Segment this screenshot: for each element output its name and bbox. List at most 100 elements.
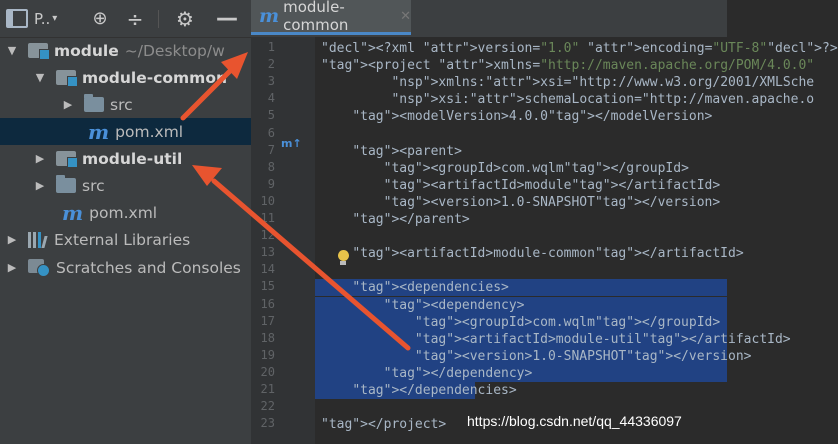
selection-highlight: [315, 330, 727, 348]
code-line: "tag"><artifactId>module-util"tag"></art…: [414, 331, 791, 347]
line-number: 16: [260, 296, 275, 311]
tree-item-src[interactable]: ▶ src: [0, 172, 285, 199]
close-icon[interactable]: ✕: [400, 8, 411, 24]
module-folder-icon: [56, 151, 78, 168]
lightbulb-icon[interactable]: [336, 250, 350, 266]
line-number: 8: [267, 159, 275, 174]
line-number: 2: [267, 57, 275, 72]
dropdown-icon: ▾: [52, 13, 58, 24]
tree-item-module-util[interactable]: ▶ module-util: [0, 145, 285, 172]
tree-item-label: src: [82, 176, 105, 195]
locate-file-icon[interactable]: ⊕: [92, 8, 108, 29]
folder-icon: [56, 175, 76, 193]
tab-label: module-common: [283, 0, 349, 34]
code-line: "tag"></dependencies>: [352, 383, 517, 398]
folder-icon: [84, 94, 104, 112]
tree-item-pom-xml[interactable]: m pom.xml: [0, 199, 313, 226]
tree-item-label: pom.xml: [89, 203, 158, 222]
collapsed-arrow-icon: ▶: [7, 261, 17, 274]
code-line: "tag"><version>1.0-SNAPSHOT"tag"></versi…: [414, 348, 752, 364]
line-number: 19: [260, 347, 275, 362]
project-view-label: P..: [34, 9, 51, 28]
code-line: "tag"><project "attr">xmlns="http://mave…: [321, 58, 815, 74]
code-line: "nsp">xmlns:"attr">xsi="http://www.w3.or…: [391, 75, 815, 91]
code-line: "tag"><dependency>: [383, 297, 525, 313]
selection-highlight: [315, 296, 727, 314]
tree-item-label: pom.xml: [115, 122, 184, 141]
editor-tab-bar: m module-common ✕: [251, 0, 727, 38]
toolbar-divider: [158, 10, 159, 28]
code-line: "tag"></parent>: [352, 212, 470, 227]
selection-highlight: [315, 313, 727, 331]
tree-item-scratches[interactable]: ▶ Scratches and Consoles: [0, 254, 257, 281]
code-line: "tag"><artifactId>module"tag"></artifact…: [383, 177, 721, 193]
line-number: 12: [260, 228, 275, 243]
line-number: 15: [260, 279, 275, 294]
gear-icon[interactable]: ⚙: [176, 6, 194, 31]
line-number: 11: [260, 211, 275, 225]
code-line: "tag"><modelVersion>4.0.0"tag"></modelVe…: [352, 109, 713, 125]
selection-highlight: [315, 347, 727, 365]
tree-item-path: ~/Desktop/w: [124, 41, 225, 60]
maven-icon: m: [259, 5, 280, 27]
code-line: "tag"><artifactId>module-common"tag"></a…: [352, 246, 744, 262]
expanded-arrow-icon: ▼: [7, 44, 17, 57]
tree-item-module-common[interactable]: ▼ module-common: [0, 64, 285, 91]
line-number: 7: [267, 142, 275, 157]
watermark: https://blog.csdn.net/qq_44336097: [467, 413, 682, 429]
tree-item-label: module: [54, 41, 119, 60]
maven-icon: m: [62, 200, 84, 225]
line-number: 6: [267, 125, 275, 140]
line-number: 18: [260, 330, 275, 345]
line-number: 4: [267, 91, 275, 106]
project-view-selector[interactable]: P.. ▾: [6, 0, 78, 37]
project-panel-icon: [6, 9, 28, 28]
line-number: 14: [260, 262, 275, 277]
tab-module-common[interactable]: m module-common ✕: [251, 0, 411, 35]
line-number: 5: [267, 108, 275, 123]
collapsed-arrow-icon: ▶: [7, 233, 17, 246]
tree-item-label: Scratches and Consoles: [56, 258, 241, 277]
tree-item-label: src: [110, 95, 133, 114]
collapsed-arrow-icon: ▶: [35, 152, 45, 165]
code-line: "tag"><groupId>com.wqlm"tag"></groupId>: [383, 160, 689, 176]
tree-item-external-libraries[interactable]: ▶ External Libraries: [0, 226, 257, 253]
line-number: 1: [267, 40, 275, 54]
project-panel: P.. ▾ ⊕ ÷ ⚙ — ▼ module ~/Desktop/w ▼ mod…: [0, 0, 339, 444]
code-line: "nsp">xsi:"attr">schemaLocation="http://…: [391, 92, 815, 108]
maven-parent-gutter-icon[interactable]: m↑: [281, 137, 302, 150]
code-line: "tag"><parent>: [352, 143, 462, 159]
tree-item-label: module-util: [82, 149, 183, 168]
code-line: "tag"><groupId>com.wqlm"tag"></groupId>: [414, 314, 721, 330]
selection-highlight: [315, 382, 475, 399]
tree-item-label: External Libraries: [54, 230, 191, 249]
libraries-icon: [28, 231, 48, 248]
line-number: 17: [260, 313, 275, 328]
collapsed-arrow-icon: ▶: [35, 179, 45, 192]
code-line: "decl"><?xml "attr">version="1.0" "attr"…: [321, 41, 838, 56]
line-number: 9: [267, 176, 275, 191]
project-toolbar: P.. ▾ ⊕ ÷ ⚙ —: [0, 0, 251, 38]
selection-highlight: [315, 279, 727, 297]
line-number: 21: [260, 382, 275, 396]
code-line: "tag"><version>1.0-SNAPSHOT"tag"></versi…: [383, 194, 721, 210]
line-number: 10: [260, 193, 275, 208]
code-line: "tag"><dependencies>: [352, 280, 509, 296]
line-number: 20: [260, 364, 275, 379]
line-number: 23: [260, 416, 275, 431]
tree-item-module[interactable]: ▼ module ~/Desktop/w: [0, 37, 257, 64]
maven-icon: m: [88, 119, 110, 144]
collapse-all-icon[interactable]: ÷: [126, 6, 144, 31]
code-editor[interactable]: "decl"><?xml "attr">version="1.0" "attr"…: [315, 37, 838, 444]
module-folder-icon: [56, 70, 78, 87]
tree-item-label: module-common: [82, 68, 228, 87]
line-number: 13: [260, 245, 275, 260]
code-line: "tag"></dependency>: [383, 365, 533, 381]
hide-panel-icon[interactable]: —: [216, 6, 238, 31]
tree-item-src[interactable]: ▶ src: [0, 91, 313, 118]
code-line: "tag"></project>: [321, 417, 447, 433]
selection-highlight: [315, 364, 727, 382]
expanded-arrow-icon: ▼: [35, 71, 45, 84]
module-folder-icon: [28, 43, 50, 60]
